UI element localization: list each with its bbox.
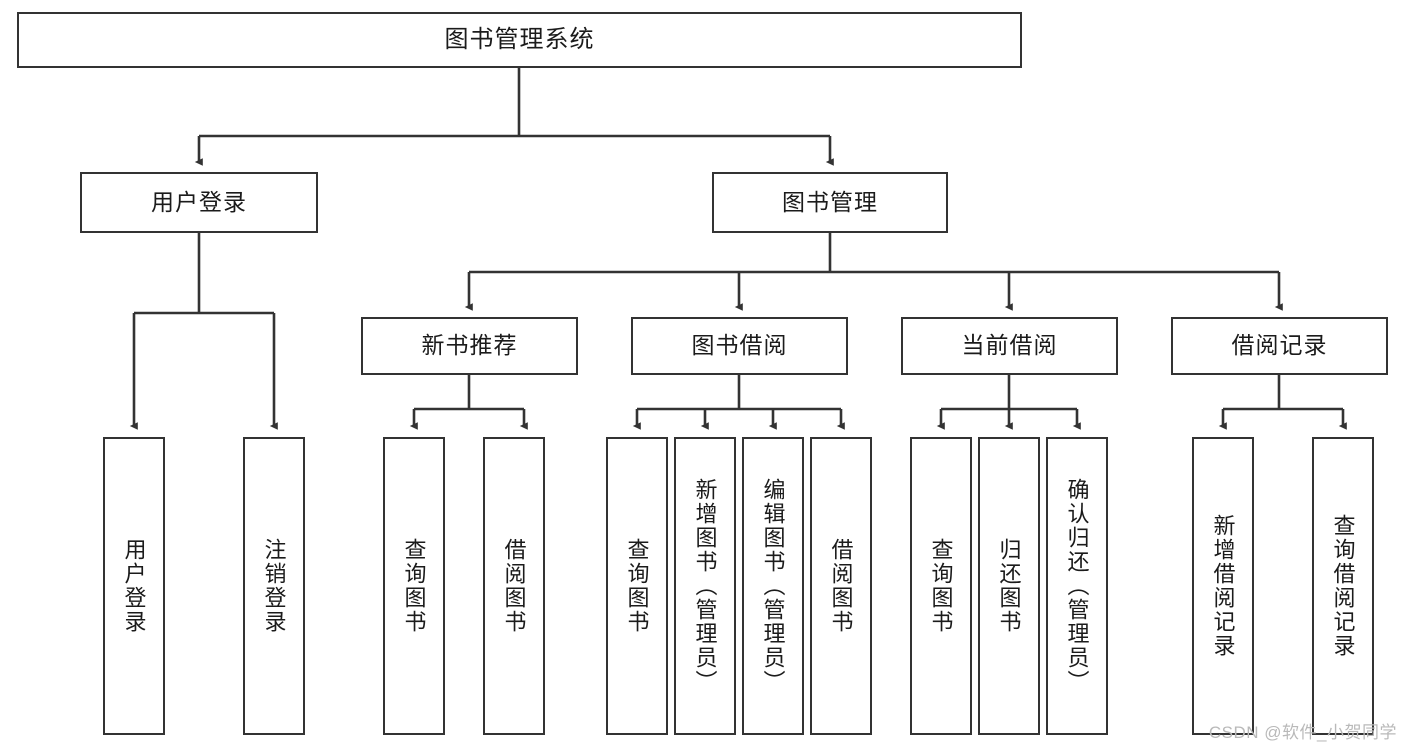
node-leaf-new-book-query-book[interactable]: 查询图书 — [383, 437, 445, 735]
node-label: 图书管理 — [782, 188, 878, 215]
node-label: 新书推荐 — [421, 332, 518, 359]
node-label: 查询借阅记录 — [1330, 514, 1356, 658]
node-label: 借阅图书 — [828, 538, 854, 634]
node-leaf-borrow-record-query-record[interactable]: 查询借阅记录 — [1312, 437, 1374, 735]
node-label: 图书管理系统 — [444, 25, 595, 53]
node-label: 借阅图书 — [501, 538, 527, 634]
node-leaf-current-borrow-return-book[interactable]: 归还图书 — [978, 437, 1040, 735]
node-label: 用户登录 — [151, 188, 247, 215]
node-label: 查询图书 — [928, 538, 954, 634]
node-borrow-record[interactable]: 借阅记录 — [1171, 317, 1388, 375]
node-label: 查询图书 — [401, 538, 427, 634]
node-user-login[interactable]: 用户登录 — [80, 172, 318, 233]
node-label: 新增图书（管理员） — [692, 478, 718, 694]
csdn-watermark: CSDN @软件_小贺同学 — [1208, 723, 1397, 742]
node-leaf-current-borrow-query-book[interactable]: 查询图书 — [910, 437, 972, 735]
node-leaf-book-borrow-add-book-admin[interactable]: 新增图书（管理员） — [674, 437, 736, 735]
node-new-book-recommend[interactable]: 新书推荐 — [361, 317, 578, 375]
node-leaf-book-borrow-query-book[interactable]: 查询图书 — [606, 437, 668, 735]
node-root-book-management-system[interactable]: 图书管理系统 — [17, 12, 1022, 68]
node-label: 当前借阅 — [961, 332, 1058, 359]
node-label: 编辑图书（管理员） — [760, 478, 786, 694]
node-leaf-user-login-signin[interactable]: 用户登录 — [103, 437, 165, 735]
node-leaf-book-borrow-edit-book-admin[interactable]: 编辑图书（管理员） — [742, 437, 804, 735]
node-label: 借阅记录 — [1231, 332, 1328, 359]
node-leaf-borrow-record-add-record[interactable]: 新增借阅记录 — [1192, 437, 1254, 735]
node-label: 确认归还（管理员） — [1064, 478, 1090, 694]
node-label: 注销登录 — [261, 538, 287, 634]
node-label: 归还图书 — [996, 538, 1022, 634]
node-book-management[interactable]: 图书管理 — [712, 172, 948, 233]
node-current-borrow[interactable]: 当前借阅 — [901, 317, 1118, 375]
node-label: 用户登录 — [121, 538, 147, 634]
node-book-borrow[interactable]: 图书借阅 — [631, 317, 848, 375]
node-leaf-new-book-borrow-book[interactable]: 借阅图书 — [483, 437, 545, 735]
node-label: 图书借阅 — [691, 332, 788, 359]
node-leaf-user-login-signout[interactable]: 注销登录 — [243, 437, 305, 735]
node-label: 查询图书 — [624, 538, 650, 634]
node-leaf-current-borrow-confirm-return-admin[interactable]: 确认归还（管理员） — [1046, 437, 1108, 735]
node-label: 新增借阅记录 — [1210, 514, 1236, 658]
node-leaf-book-borrow-borrow-book[interactable]: 借阅图书 — [810, 437, 872, 735]
